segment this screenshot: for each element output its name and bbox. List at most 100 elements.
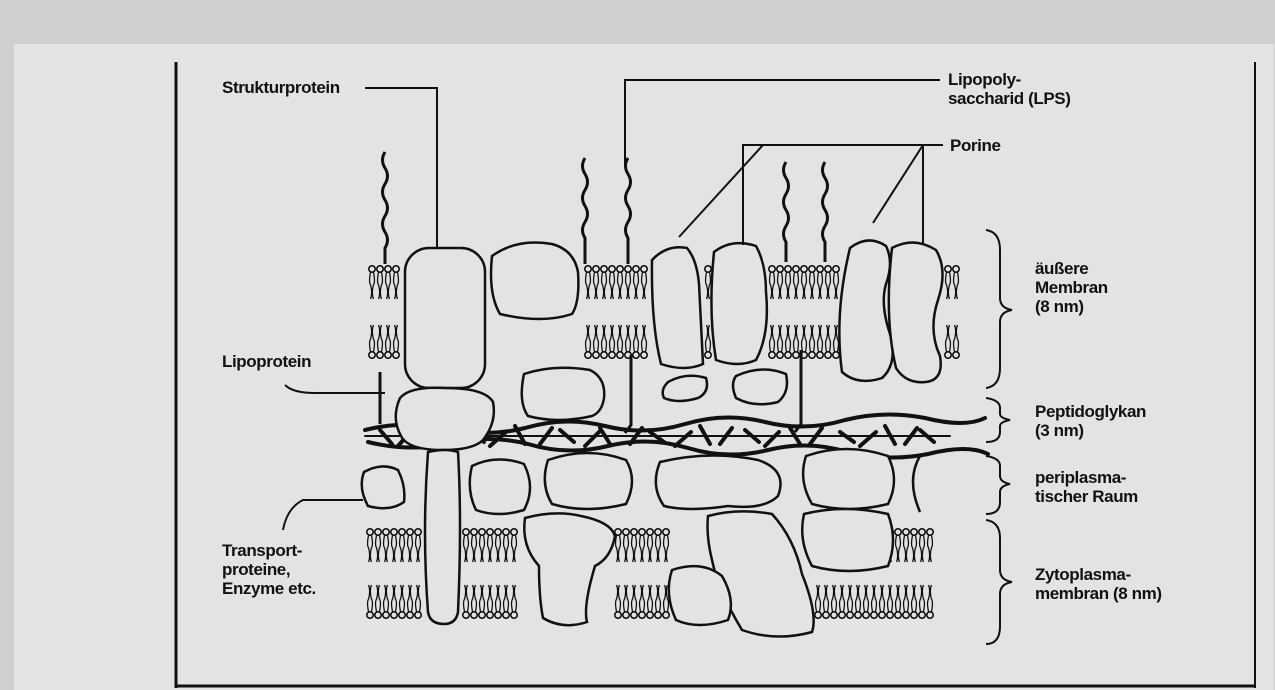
lipid-tail — [378, 325, 380, 352]
lipid-tail — [512, 585, 514, 612]
lipid-tail — [882, 585, 884, 612]
lipid-head — [927, 529, 933, 535]
lipid-tail — [504, 535, 506, 562]
lipid-tail — [898, 535, 900, 562]
lipid-tail — [658, 535, 660, 562]
lipid-tail — [644, 325, 646, 352]
lipid-head — [369, 352, 375, 358]
periplasm-protein-5 — [545, 453, 632, 509]
lipid-tail — [786, 272, 788, 299]
outer-protein-shape — [491, 243, 578, 320]
lipid-tail — [634, 272, 636, 299]
lipid-tail — [920, 585, 922, 612]
lipid-tail — [802, 325, 804, 352]
lipid-tail — [648, 535, 650, 562]
lipid-head — [839, 612, 845, 618]
lipid-tail — [946, 325, 948, 352]
lipid-tail — [818, 325, 820, 352]
lipid-tail — [648, 585, 650, 612]
lipid-tail — [656, 585, 658, 612]
lipid-tail — [488, 585, 490, 612]
lipid-tail — [496, 585, 498, 612]
lipid-tail — [922, 585, 924, 612]
lipid-head — [393, 352, 399, 358]
lipid-tail — [394, 272, 396, 299]
lipid-tail — [834, 272, 836, 299]
lipid-tail — [904, 535, 906, 562]
lipid-tail — [512, 535, 514, 562]
lipid-tail — [770, 325, 772, 352]
lipid-head — [871, 612, 877, 618]
lipid-tail — [396, 325, 398, 352]
lipid-head — [601, 266, 607, 272]
lipid-tail — [912, 535, 914, 562]
lipid-tail — [788, 272, 790, 299]
lipid-head — [705, 266, 711, 272]
lipid-head — [801, 266, 807, 272]
lipid-tail — [848, 585, 850, 612]
lipid-head — [639, 529, 645, 535]
lipid-tail — [828, 325, 830, 352]
lipid-tail — [596, 272, 598, 299]
cytoplasm-protein-4 — [802, 509, 893, 571]
lipid-head — [895, 612, 901, 618]
lipid-head — [903, 529, 909, 535]
lipid-head — [585, 266, 591, 272]
transport-protein-small — [362, 466, 405, 508]
transmembrane-protein-shape — [425, 450, 460, 624]
lipid-tail — [618, 535, 620, 562]
lipid-tail — [840, 585, 842, 612]
lipid-head — [625, 266, 631, 272]
lipid-tail — [490, 585, 492, 612]
lipid-head — [793, 352, 799, 358]
lipid-head — [369, 266, 375, 272]
lipid-head — [855, 612, 861, 618]
lipid-tail — [408, 535, 410, 562]
lipid-tail — [626, 325, 628, 352]
lipid-head — [377, 266, 383, 272]
lipid-head — [879, 612, 885, 618]
lipid-tail — [874, 585, 876, 612]
lipid-head — [911, 612, 917, 618]
lipid-head — [825, 352, 831, 358]
lipid-tail — [650, 535, 652, 562]
lipid-tail — [628, 325, 630, 352]
lipid-tail — [474, 585, 476, 612]
lipid-tail — [706, 272, 708, 299]
lipid-tail — [642, 325, 644, 352]
lipid-tail — [466, 585, 468, 612]
lipid-head — [503, 529, 509, 535]
lipid-tail — [644, 272, 646, 299]
lipid-tail — [490, 535, 492, 562]
lipid-tail — [898, 585, 900, 612]
lipid-tail — [400, 535, 402, 562]
lipid-head — [655, 612, 661, 618]
lipid-tail — [394, 585, 396, 612]
lipid-tail — [708, 325, 710, 352]
lipid-tail — [914, 585, 916, 612]
brace-cytoplasm-membrane — [986, 520, 1012, 644]
lipid-tail — [626, 535, 628, 562]
lipid-tail — [418, 585, 420, 612]
lipid-tail — [850, 585, 852, 612]
lipid-head — [511, 612, 517, 618]
lipid-tail — [636, 272, 638, 299]
lipid-tail — [402, 585, 404, 612]
lipid-tail — [602, 272, 604, 299]
lipid-head — [631, 612, 637, 618]
lipid-tail — [816, 585, 818, 612]
lipid-head — [847, 612, 853, 618]
lipid-tail — [588, 272, 590, 299]
lipid-tail — [466, 535, 468, 562]
lipid-head — [415, 529, 421, 535]
lipid-head — [407, 612, 413, 618]
lipid-head — [471, 612, 477, 618]
lipid-tail — [820, 325, 822, 352]
lipid-tail — [888, 585, 890, 612]
lipid-head — [911, 529, 917, 535]
lipid-tail — [380, 272, 382, 299]
lipid-tail — [948, 325, 950, 352]
label-lps: Lipopoly- saccharid (LPS) — [948, 70, 1071, 108]
lipid-head — [487, 612, 493, 618]
lipid-tail — [370, 535, 372, 562]
